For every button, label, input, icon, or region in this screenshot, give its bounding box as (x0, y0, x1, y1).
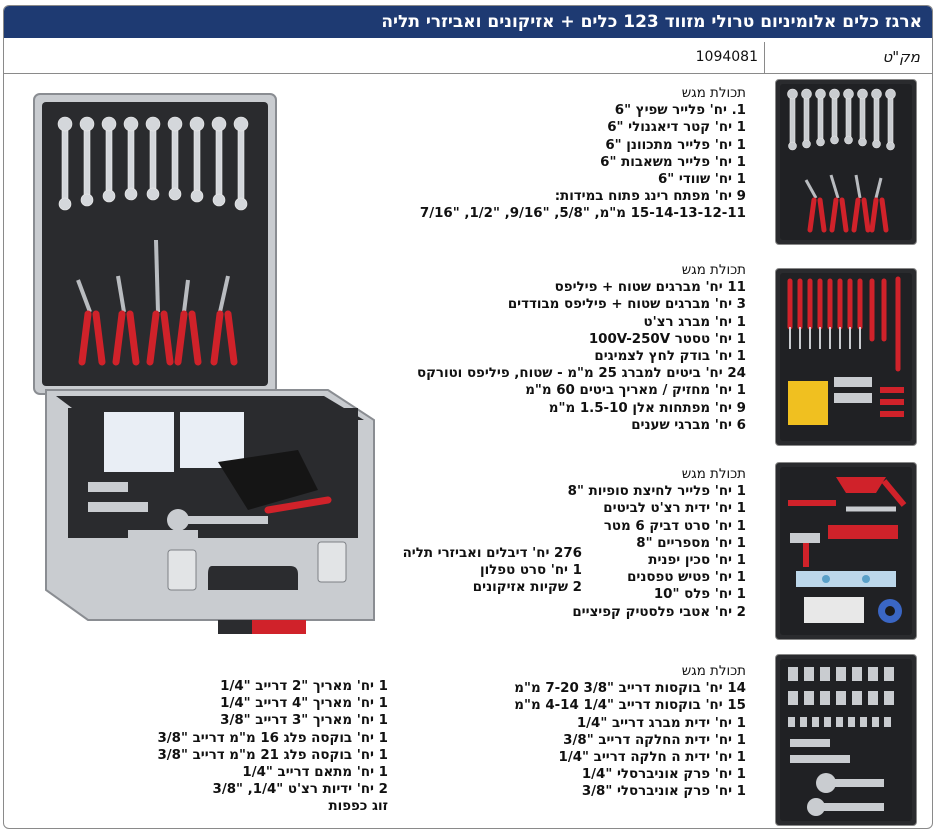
tray1-item: 1 יח' שוודי "6 (657, 172, 746, 188)
tray1-item: 9 יח' מפתח רינג פתוח במידות: (554, 189, 746, 205)
tray1-item: 15-14-13-12-11 מ"מ, "5/8, "9/16, "1/2, "… (419, 206, 746, 222)
tray2-contents: תכולת מגש 11 יח' מברגים שטוח + פיליפס 3 … (417, 262, 746, 434)
case-item: 2 יח' ידיות רצ'ט "1/4, "3/8 (212, 782, 389, 798)
tray1-photo (775, 79, 917, 245)
tray3-item: 1 יח' סרט דביק 6 מטר (603, 518, 746, 534)
extras-item: 1 יח' סרט טפלון (479, 563, 582, 579)
tray3-item: 1 יח' פלס "10 (653, 587, 746, 603)
tray3-item: 1 יח' פטיש טפסנים (627, 570, 746, 586)
tray4-contents: תכולת מגש 14 יח' בוקסות דרייב "3/8 7-20 … (514, 663, 746, 801)
tray4-header: תכולת מגש (681, 664, 746, 679)
tray2-item: 1 יח' טסטר 100V-250V (588, 331, 746, 347)
tray2-item: 9 יח' מפתחות אלן 1.5-10 מ"מ (548, 400, 746, 416)
case-item: 1 יח' בוקסה פלג 16 מ"מ דרייב "3/8 (157, 730, 388, 746)
case-item: 1 יח' בוקסה פלג 21 מ"מ דרייב "3/8 (157, 747, 388, 763)
tray3-photo (775, 462, 917, 640)
product-sheet: ארגז כלים אלומיניום טרולי מזווד 123 כלים… (3, 5, 933, 829)
tray2-item: 6 יח' מברגי שענים (631, 417, 746, 433)
tray4-item: 1 יח' ידית החלקה דרייב "3/8 (563, 732, 746, 748)
tray1-item: 1 יח' פלייר משאבות "6 (600, 154, 746, 170)
tray2-item: 1 יח' מחזיק / מאריך ביטים 60 מ"מ (525, 383, 746, 399)
tray4-item: 1 יח' ידית ה חלקה דרייב "1/4 (558, 750, 747, 766)
tray2-header: תכולת מגש (681, 263, 746, 278)
case-item: 1 יח' מאריך "4 דרייב "1/4 (220, 696, 388, 712)
sku-value: 1094081 (695, 49, 758, 65)
tray2-item: 3 יח' מברגים שטוח + פיליפס מבודדים (507, 297, 746, 313)
product-title: ארגז כלים אלומיניום טרולי מזווד 123 כלים… (4, 6, 932, 38)
tray4-photo (775, 654, 917, 826)
tray4-item: 14 יח' בוקסות דרייב "3/8 7-20 מ"מ (514, 681, 746, 697)
tray2-item: 24 יח' ביטים למברג 25 מ"מ - שטוח, פיליפס… (416, 366, 746, 382)
extras-item: 2 שקיות אזיקונים (472, 580, 582, 596)
tray4-item: 1 יח' פרק אוניברסלי "3/8 (581, 784, 746, 800)
tray3-contents: תכולת מגש 1 יח' פלייר לחיצת סופיות "8 1 … (568, 466, 746, 621)
tray3-header: תכולת מגש (681, 467, 746, 482)
tray2-item: 1 יח' מברג רצ'ט (643, 314, 746, 330)
tray1-item: 1. יח' פלייר שפיץ "6 (614, 103, 746, 119)
tray2-item: 11 יח' מברגים שטוח + פיליפס (554, 280, 746, 296)
tray1-header: תכולת מגש (681, 86, 746, 101)
tray2-item: 1 יח' בודק לחץ לצמיגים (594, 349, 746, 365)
tray4-item: 1 יח' ידית מברג דרייב "1/4 (576, 715, 746, 731)
tray3-item: 1 יח' ידית רצ'ט לביטים (603, 501, 746, 517)
tray2-photo (775, 268, 917, 446)
case-item: זוג כפפות (328, 799, 388, 815)
sku-row: מק"ט 1094081 (4, 42, 932, 74)
tray3-item: 1 יח' סכין יפנית (648, 553, 746, 569)
case-contents: 1 יח' מאריך "2 דרייב "1/4 1 יח' מאריך "4… (157, 678, 388, 816)
sku-label: מק"ט (764, 42, 932, 73)
tool-trolley-photo (33, 93, 375, 634)
tray1-item: 1 יח' פלייר מתכוונן "6 (605, 137, 746, 153)
case-item: 1 יח' מאריך "3 דרייב "3/8 (220, 713, 388, 729)
case-item: 1 יח' מאריך "2 דרייב "1/4 (220, 679, 388, 694)
tray4-item: 1 יח' פרק אוניברסלי "1/4 (581, 767, 746, 783)
tray3-item: 1 יח' מספריים "8 (636, 535, 746, 551)
tray1-item: 1 יח' קטר דיאגנולי "6 (607, 120, 746, 136)
tray3-item: 2 יח' אטבי פלסטיק קפיציים (572, 604, 746, 620)
tray1-contents: תכולת מגש 1. יח' פלייר שפיץ "6 1 יח' קטר… (420, 85, 746, 223)
case-item: 1 יח' מתאם דרייב "1/4 (242, 765, 388, 781)
tray3-item: 1 יח' פלייר לחיצת סופיות "8 (567, 484, 746, 500)
extras-item: 276 יח' דיבלים ואביזרי תליה (402, 546, 582, 561)
tray4-item: 15 יח' בוקסות דרייב "1/4 4-14 מ"מ (514, 698, 746, 714)
extras-contents: 276 יח' דיבלים ואביזרי תליה 1 יח' סרט טפ… (403, 545, 582, 597)
